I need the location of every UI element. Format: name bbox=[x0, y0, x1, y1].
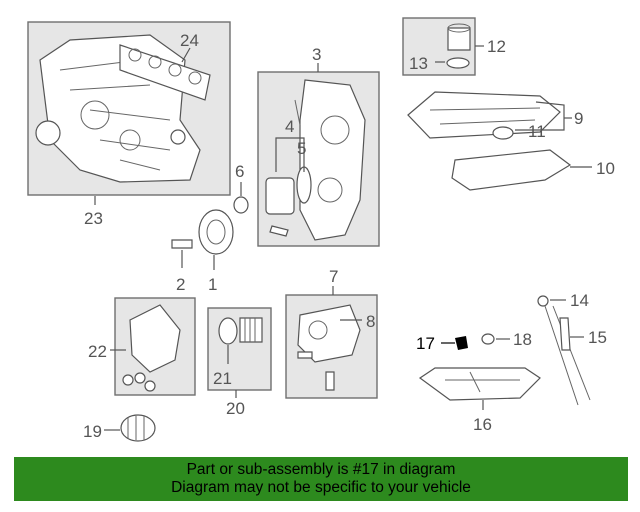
callout-22[interactable]: 22 bbox=[88, 342, 107, 361]
pulley-group[interactable] bbox=[198, 209, 234, 270]
callout-7[interactable]: 7 bbox=[329, 267, 338, 286]
bolt-2-part bbox=[171, 239, 193, 249]
valve-cover-gasket-part[interactable] bbox=[451, 149, 572, 191]
timing-cover-part bbox=[299, 79, 366, 241]
callout-24[interactable]: 24 bbox=[180, 31, 199, 50]
callout-10[interactable]: 10 bbox=[596, 159, 615, 178]
bolt-part bbox=[269, 225, 289, 237]
water-pump-part bbox=[265, 177, 295, 215]
callout-17[interactable]: 17 bbox=[416, 334, 435, 353]
oil-pan-part bbox=[418, 367, 541, 401]
callout-9[interactable]: 9 bbox=[574, 109, 583, 128]
callout-15[interactable]: 15 bbox=[588, 328, 607, 347]
gasket-5-part bbox=[296, 166, 312, 204]
oil-cooler-part bbox=[129, 304, 181, 373]
callout-11[interactable]: 11 bbox=[528, 122, 546, 141]
banner-line-1: Part or sub-assembly is #17 in diagram bbox=[186, 461, 456, 478]
dipstick-guide-part bbox=[559, 317, 571, 351]
grommet-part bbox=[492, 126, 514, 140]
filter-cap-group[interactable] bbox=[104, 414, 156, 442]
pump-bolt-part bbox=[297, 351, 313, 359]
oil-cooler-group[interactable] bbox=[110, 297, 196, 396]
valve-cover-part bbox=[407, 91, 561, 139]
drain-plug-part bbox=[455, 336, 468, 350]
callout-16[interactable]: 16 bbox=[473, 415, 492, 434]
bolt-2-group[interactable] bbox=[171, 239, 193, 268]
callout-3[interactable]: 3 bbox=[312, 45, 321, 64]
drain-plug-group[interactable] bbox=[441, 333, 510, 350]
oil-filter-group[interactable] bbox=[207, 307, 272, 398]
filter-element-part bbox=[239, 317, 263, 343]
callout-20[interactable]: 20 bbox=[226, 399, 245, 418]
intake-gasket-part bbox=[119, 44, 211, 101]
pulley-part bbox=[198, 209, 234, 255]
callout-2[interactable]: 2 bbox=[176, 275, 185, 294]
callout-14[interactable]: 14 bbox=[570, 291, 589, 310]
dipstick-group[interactable] bbox=[537, 295, 591, 406]
callout-6[interactable]: 6 bbox=[235, 162, 244, 181]
callout-8[interactable]: 8 bbox=[366, 312, 375, 331]
callout-21[interactable]: 21 bbox=[213, 369, 232, 388]
callout-4[interactable]: 4 bbox=[285, 117, 294, 136]
callout-18[interactable]: 18 bbox=[513, 330, 532, 349]
oil-pump-part bbox=[297, 304, 361, 363]
oil-pump-group[interactable] bbox=[285, 286, 378, 399]
callout-1[interactable]: 1 bbox=[208, 275, 217, 294]
filter-cap-part bbox=[120, 414, 156, 442]
plug-part bbox=[170, 129, 186, 145]
dipstick-handle-part bbox=[537, 295, 549, 307]
engine-block-group[interactable] bbox=[27, 21, 231, 205]
oil-pan-group[interactable] bbox=[418, 367, 541, 410]
oil-cap-part bbox=[447, 27, 471, 51]
parts-diagram: 24 23 3 4 5 6 1 2 12 13 9 11 10 7 8 22 2… bbox=[27, 17, 615, 442]
o-ring-part bbox=[218, 317, 238, 345]
seal-ring-part bbox=[35, 120, 61, 146]
callout-5[interactable]: 5 bbox=[297, 139, 306, 158]
oil-cap-group[interactable] bbox=[402, 17, 484, 76]
callout-13[interactable]: 13 bbox=[409, 54, 428, 73]
info-banner: Part or sub-assembly is #17 in diagram D… bbox=[14, 457, 628, 501]
banner-line-2: Diagram may not be specific to your vehi… bbox=[171, 479, 471, 496]
cap-gasket-part bbox=[446, 57, 470, 69]
callout-23[interactable]: 23 bbox=[84, 209, 103, 228]
seal-6-part[interactable] bbox=[233, 196, 249, 214]
washer-part bbox=[481, 333, 495, 345]
pump-spring-part bbox=[325, 371, 335, 391]
callout-19[interactable]: 19 bbox=[83, 422, 102, 441]
valve-cover-group[interactable] bbox=[407, 91, 572, 140]
timing-cover-group[interactable] bbox=[257, 63, 380, 247]
callout-12[interactable]: 12 bbox=[487, 37, 506, 56]
